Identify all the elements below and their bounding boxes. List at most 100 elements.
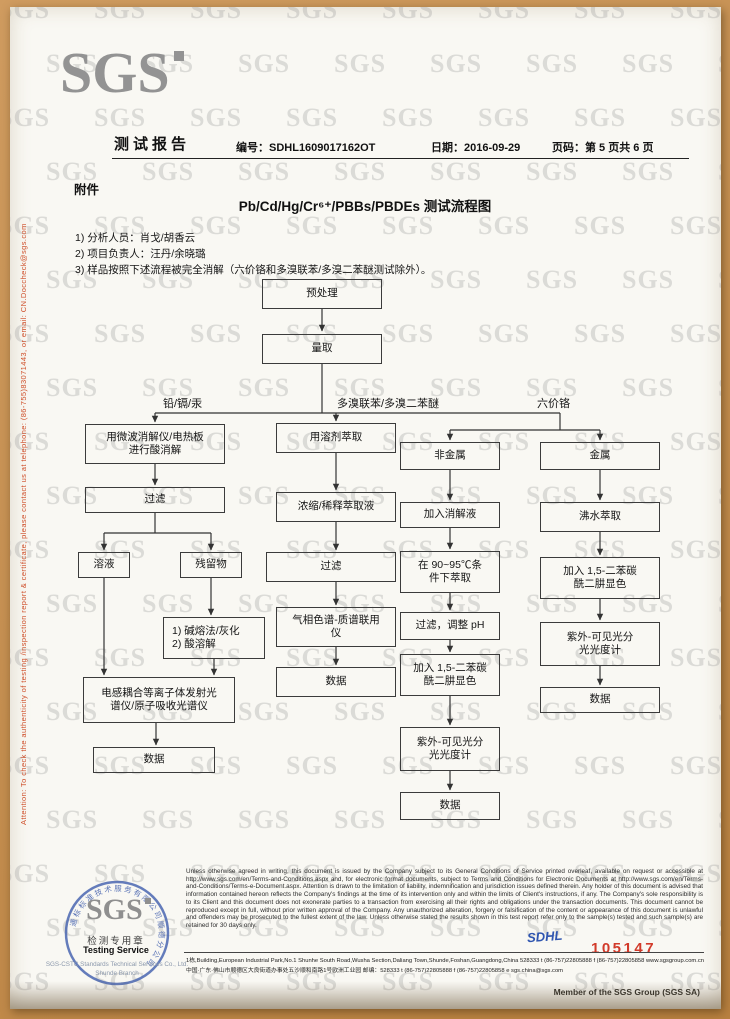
watermark-text: SGS — [190, 427, 243, 456]
watermark-text: SGS — [574, 967, 626, 997]
note-digestion: 3) 样品按照下述流程被完全消解（六价铬和多溴联苯/多溴二苯醚测试除外）。 — [75, 264, 432, 276]
watermark-text: SGS — [286, 967, 338, 997]
flow-arrowhead-icon — [207, 543, 215, 551]
watermark-text: SGS — [94, 7, 147, 24]
watermark-text: SGS — [670, 103, 721, 132]
flow-arrowhead-icon — [446, 603, 454, 611]
address-english: 1栋,Building,European Industrial Park,No.… — [186, 958, 704, 964]
attachment-label: 附件 — [74, 183, 100, 197]
flow-node-data-nonmetal: 数据 — [400, 792, 500, 820]
report-number-value: SDHL1609017162OT — [269, 142, 376, 154]
flow-node-data-1: 数据 — [93, 747, 215, 773]
branch-label-pb-cd-hg: 铅/镉/汞 — [163, 398, 203, 410]
watermark-text: SGS — [238, 589, 291, 618]
watermark-text: SGS — [574, 211, 627, 240]
flow-arrowhead-icon — [152, 738, 160, 746]
testing-chop-label: 检测专用章 — [87, 936, 145, 947]
watermark-text: SGS — [190, 7, 243, 24]
flow-node-data-metal: 数据 — [540, 687, 660, 713]
flowchart-title: Pb/Cd/Hg/Cr⁶⁺/PBBs/PBDEs 测试流程图 — [238, 199, 492, 214]
watermark-text: SGS — [46, 157, 99, 186]
watermark-text: SGS — [10, 319, 51, 348]
watermark-text: SGS — [10, 643, 51, 672]
watermark-text: SGS — [622, 805, 675, 834]
flow-arrowhead-icon — [596, 613, 604, 621]
watermark-text: SGS — [526, 481, 579, 510]
address-chinese: 中国·广东·佛山市顺德区大良街道办事处五沙顺和南路1号欧洲工业园 邮编：5283… — [186, 968, 564, 974]
watermark-text: SGS — [718, 589, 721, 619]
flow-node-color-development-metal: 加入 1,5-二苯碳 酰二肼显色 — [540, 557, 660, 599]
watermark-text: SGS — [94, 103, 147, 132]
watermark-text: SGS — [10, 859, 51, 888]
watermark-text: SGS — [670, 859, 721, 888]
watermark-text: SGS — [478, 535, 531, 564]
flow-arrowhead-icon — [332, 543, 340, 551]
watermark-text: SGS — [622, 373, 675, 402]
watermark-text: SGS — [382, 859, 435, 888]
watermark-text: SGS — [238, 697, 291, 726]
watermark-text: SGS — [10, 427, 51, 456]
footer-sgs-logo-square-icon — [144, 898, 151, 904]
watermark-text: SGS — [286, 319, 339, 348]
flow-node-concentrate-dilute: 浓缩/稀释萃取液 — [276, 492, 396, 522]
watermark-text: SGS — [526, 589, 579, 618]
watermark-text: SGS — [670, 427, 721, 456]
watermark-text: SGS — [286, 427, 339, 456]
sgs-logo: SGS — [60, 44, 184, 102]
flow-arrowhead-icon — [596, 433, 604, 441]
watermark-text: SGS — [574, 751, 627, 780]
flow-arrowhead-icon — [446, 645, 454, 653]
flow-node-digestion-solution: 加入消解液 — [400, 502, 500, 528]
flow-node-residue: 残留物 — [180, 552, 242, 578]
watermark-text: SGS — [622, 697, 675, 726]
watermark-text: SGS — [526, 913, 579, 942]
watermark-text: SGS — [622, 589, 675, 618]
watermark-text: SGS — [718, 49, 721, 79]
watermark-text: SGS — [622, 265, 675, 294]
flow-node-acid-digestion: 用微波消解仪/电热板 进行酸消解 — [85, 424, 225, 464]
branch-label-pbbs-pbdes: 多溴联苯/多溴二苯醚 — [337, 398, 440, 410]
footer-sgs-logo: SGS — [86, 895, 151, 925]
flow-arrowhead-icon — [446, 433, 454, 441]
watermark-text: SGS — [46, 49, 99, 78]
report-page — [10, 7, 721, 1009]
watermark-text: SGS — [526, 373, 579, 402]
watermark-text: SGS — [430, 373, 483, 402]
watermark-text: SGS — [142, 157, 195, 186]
watermark-text: SGS — [622, 481, 675, 510]
watermark-text: SGS — [478, 859, 531, 888]
note-project-leader: 2) 项目负责人：汪丹/余晓璐 — [75, 248, 206, 260]
watermark-text: SGS — [46, 481, 99, 510]
flow-node-uv-vis-nonmetal: 紫外-可见光分 光光度计 — [400, 727, 500, 771]
watermark-text: SGS — [670, 7, 721, 24]
watermark-text: SGS — [382, 103, 435, 132]
flow-node-data-2: 数据 — [276, 667, 396, 697]
flow-node-gc-ms: 气相色谱-质谱联用 仪 — [276, 607, 396, 647]
watermark-text: SGS — [142, 373, 195, 402]
address-separator — [184, 952, 704, 953]
watermark-text: SGS — [382, 211, 435, 240]
watermark-text: SGS — [718, 913, 721, 943]
flow-arrowhead-icon — [100, 668, 108, 676]
watermark-text: SGS — [478, 211, 531, 240]
watermark-text: SGS — [478, 319, 531, 348]
watermark-text: SGS — [190, 751, 243, 780]
watermark-text: SGS — [334, 481, 387, 510]
watermark-text: SGS — [286, 7, 339, 24]
watermark-text: SGS — [382, 319, 435, 348]
watermark-text: SGS — [94, 427, 147, 456]
watermark-text: SGS — [574, 859, 627, 888]
flow-arrowhead-icon — [332, 598, 340, 606]
watermark-text: SGS — [286, 859, 339, 888]
disclaimer-text: Unless otherwise agreed in writing, this… — [186, 868, 703, 929]
watermark-text: SGS — [142, 697, 195, 726]
flow-node-boiling-water-extraction: 沸水萃取 — [540, 502, 660, 532]
watermark-text: SGS — [622, 157, 675, 186]
flow-arrowhead-icon — [446, 718, 454, 726]
watermark-text: SGS — [526, 265, 579, 294]
watermark-text: SGS — [190, 859, 243, 888]
blue-round-stamp: 通标标准技术服务有限公司顺德分公司 — [64, 880, 170, 986]
authenticity-attention-note: Attention: To check the authenticity of … — [19, 223, 28, 825]
